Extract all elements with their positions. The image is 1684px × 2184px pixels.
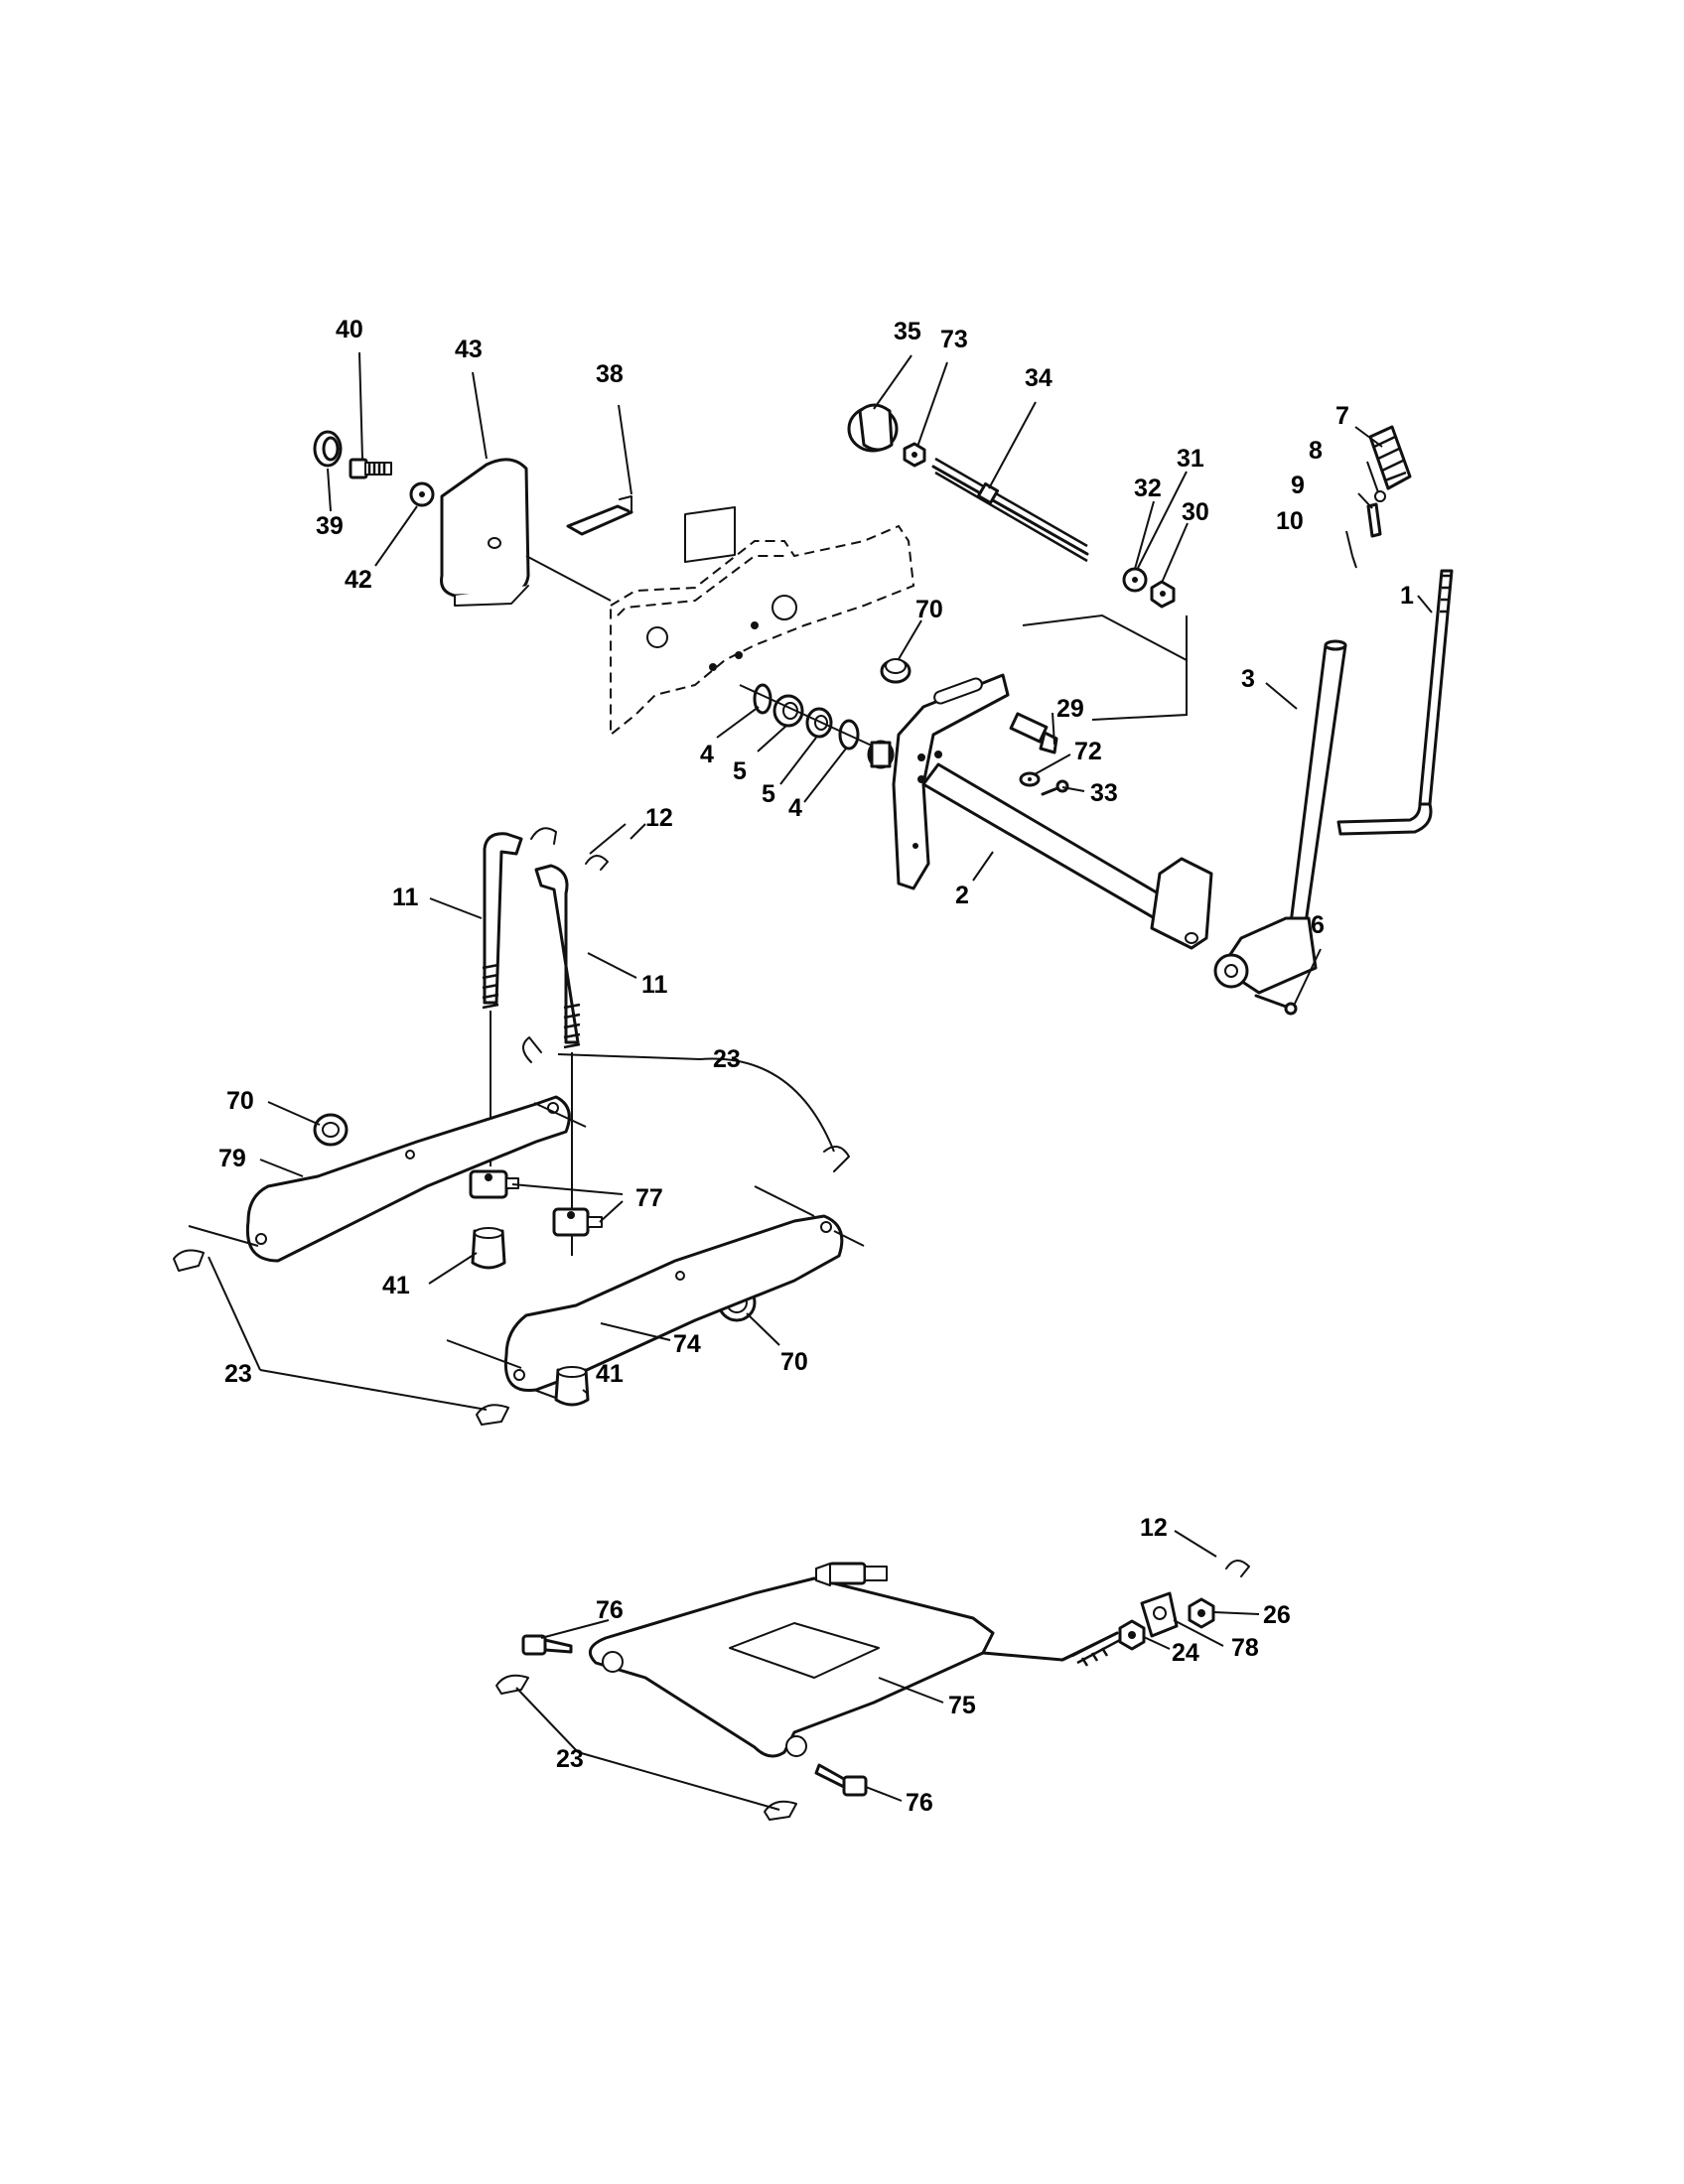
callout-73: 73	[940, 326, 968, 353]
callout-11-right: 11	[641, 971, 668, 999]
callout-70-left: 70	[226, 1087, 254, 1115]
callout-23-middle-bottom: 23	[224, 1360, 252, 1388]
part-9-pin	[1366, 502, 1382, 538]
part-76-bolt-a	[521, 1634, 573, 1656]
callout-40: 40	[336, 316, 363, 343]
callout-10: 10	[1276, 507, 1304, 535]
part-23-hairpin-clip-a	[522, 1036, 542, 1063]
callout-labels: 40 43 38 39 42 35 73 34 7 8 31 32 9 30 1…	[218, 316, 1414, 1817]
callout-12-bottom: 12	[1140, 1514, 1168, 1542]
part-70-spacer-a	[880, 658, 912, 684]
callout-33: 33	[1090, 779, 1118, 807]
part-12-hairpin-b	[1225, 1560, 1250, 1577]
part-26-nut	[1188, 1597, 1215, 1629]
callout-76-bottom: 76	[906, 1789, 933, 1817]
part-34-threaded-rod	[931, 457, 1089, 563]
part-12-hairpin-a	[530, 827, 609, 871]
part-1-lift-rod	[1336, 569, 1454, 836]
callout-24: 24	[1172, 1639, 1199, 1667]
part-76-bolt-b	[814, 1763, 868, 1797]
part-8-ring	[1374, 490, 1386, 502]
callout-5-right: 5	[762, 780, 775, 808]
callout-30: 30	[1182, 498, 1209, 526]
callout-76-top: 76	[596, 1596, 624, 1624]
callout-5-left: 5	[733, 757, 747, 785]
part-41-lock-nut-a	[471, 1227, 506, 1270]
part-7-lever-grip	[1368, 425, 1412, 490]
part-75-deck-hanger	[588, 1576, 1121, 1758]
callout-6: 6	[1311, 911, 1325, 939]
callout-70-right: 70	[780, 1348, 808, 1376]
part-10-spring	[1351, 555, 1357, 569]
callout-26: 26	[1263, 1601, 1291, 1629]
part-39-bushing-ring	[313, 430, 343, 468]
callout-9: 9	[1291, 472, 1305, 499]
callout-29: 29	[1056, 695, 1084, 723]
callout-23-bottom: 23	[556, 1745, 584, 1773]
callout-1: 1	[1400, 582, 1414, 610]
part-11-lift-link-b	[534, 864, 581, 1256]
part-72-washer	[1019, 771, 1041, 787]
part-31-washer	[1122, 567, 1148, 593]
callout-8: 8	[1309, 437, 1323, 465]
callout-77: 77	[635, 1184, 663, 1212]
callout-23-middle-top: 23	[713, 1045, 741, 1073]
part-38-clip	[566, 495, 633, 536]
callout-3: 3	[1241, 665, 1255, 693]
part-29-bolt	[1009, 712, 1058, 754]
part-3-lift-lever	[1213, 639, 1347, 995]
part-5-washer-b	[805, 707, 833, 739]
callout-2: 2	[955, 882, 969, 909]
callout-31: 31	[1177, 445, 1204, 473]
callout-72: 72	[1074, 738, 1102, 765]
callout-32: 32	[1134, 475, 1162, 502]
part-24-jam-nut	[1118, 1619, 1146, 1651]
part-33-screw	[1041, 779, 1069, 796]
callout-4-right: 4	[788, 794, 802, 822]
part-6-bolt	[1254, 994, 1298, 1016]
callout-78: 78	[1231, 1634, 1259, 1662]
part-42-washer	[409, 481, 435, 507]
callout-11-left: 11	[392, 884, 419, 911]
part-23-hairpin-clip-c	[173, 1249, 205, 1272]
part-40-shoulder-bolt	[349, 458, 392, 479]
callout-7: 7	[1335, 402, 1349, 430]
part-77-trunnion-b	[552, 1207, 603, 1237]
leader-lines	[208, 351, 1433, 1811]
callout-12-top: 12	[645, 804, 673, 832]
part-23-hairpin-clip-f	[764, 1800, 797, 1821]
part-70-spacer-b	[313, 1113, 349, 1147]
part-79-lift-link-left	[245, 1095, 571, 1263]
part-35-knob	[847, 403, 899, 453]
assembly-outline	[1022, 614, 1188, 721]
deck-hanger-stud	[815, 1562, 888, 1586]
callout-75: 75	[948, 1692, 976, 1719]
part-43-lever-grip	[440, 458, 530, 607]
callout-41-right: 41	[596, 1360, 624, 1388]
part-23-hairpin-clip-e	[495, 1674, 529, 1695]
callout-38: 38	[596, 360, 624, 388]
callout-41-left: 41	[382, 1272, 410, 1299]
part-41-lock-nut-b	[554, 1366, 590, 1407]
part-73-nut	[903, 442, 926, 468]
callout-35: 35	[894, 318, 921, 345]
callout-42: 42	[345, 566, 372, 594]
part-23-hairpin-clip-b	[823, 1146, 850, 1172]
part-2-lift-shaft	[867, 673, 1213, 950]
callout-79: 79	[218, 1145, 246, 1172]
callout-70-top: 70	[915, 596, 943, 623]
callout-4-left: 4	[700, 741, 714, 768]
part-78-clevis	[1140, 1591, 1179, 1638]
part-30-nut	[1150, 580, 1176, 609]
callout-43: 43	[455, 336, 483, 363]
frame-bracket	[525, 505, 915, 738]
callout-39: 39	[316, 512, 344, 540]
callout-74: 74	[673, 1330, 701, 1358]
callout-34: 34	[1025, 364, 1052, 392]
part-77-trunnion-a	[469, 1169, 519, 1199]
